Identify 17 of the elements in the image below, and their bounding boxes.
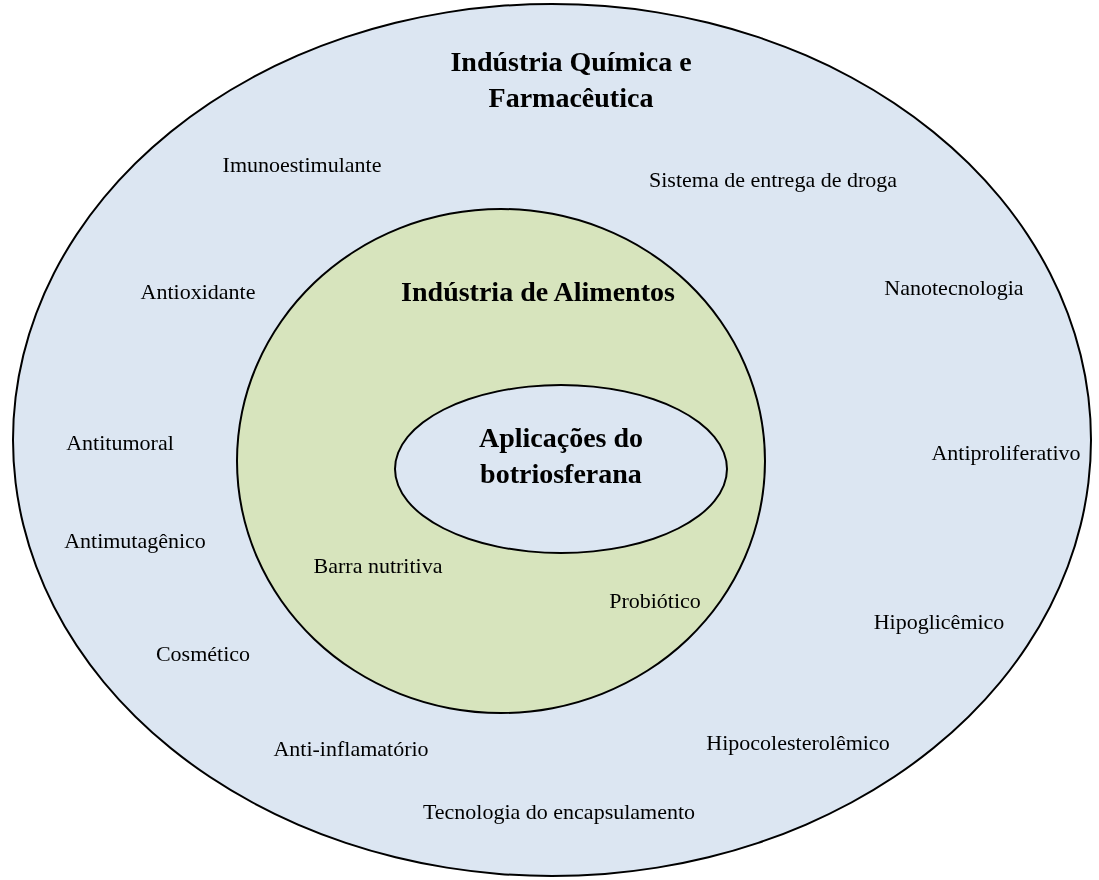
heading: Indústria Química e Farmacêutica xyxy=(449,44,693,115)
item-label: Barra nutritiva xyxy=(313,551,443,580)
item-label: Antitumoral xyxy=(66,428,174,457)
item-label: Imunoestimulante xyxy=(222,150,382,179)
item-label: Hipoglicêmico xyxy=(873,607,1005,636)
heading: Indústria de Alimentos xyxy=(401,274,675,309)
item-label: Nanotecnologia xyxy=(884,273,1024,302)
item-label: Probiótico xyxy=(609,586,701,615)
item-label: Cosmético xyxy=(155,639,251,668)
item-label: Antimutagênico xyxy=(64,526,206,555)
item-label: Antioxidante xyxy=(140,277,256,306)
item-label: Tecnologia do encapsulamento xyxy=(422,797,696,826)
item-label: Sistema de entrega de droga xyxy=(649,165,897,194)
heading: Aplicações do botriosferana xyxy=(477,420,645,491)
item-label: Hipocolesterolêmico xyxy=(706,728,890,757)
item-label: Antiproliferativo xyxy=(931,438,1081,467)
item-label: Anti-inflamatório xyxy=(273,734,429,763)
